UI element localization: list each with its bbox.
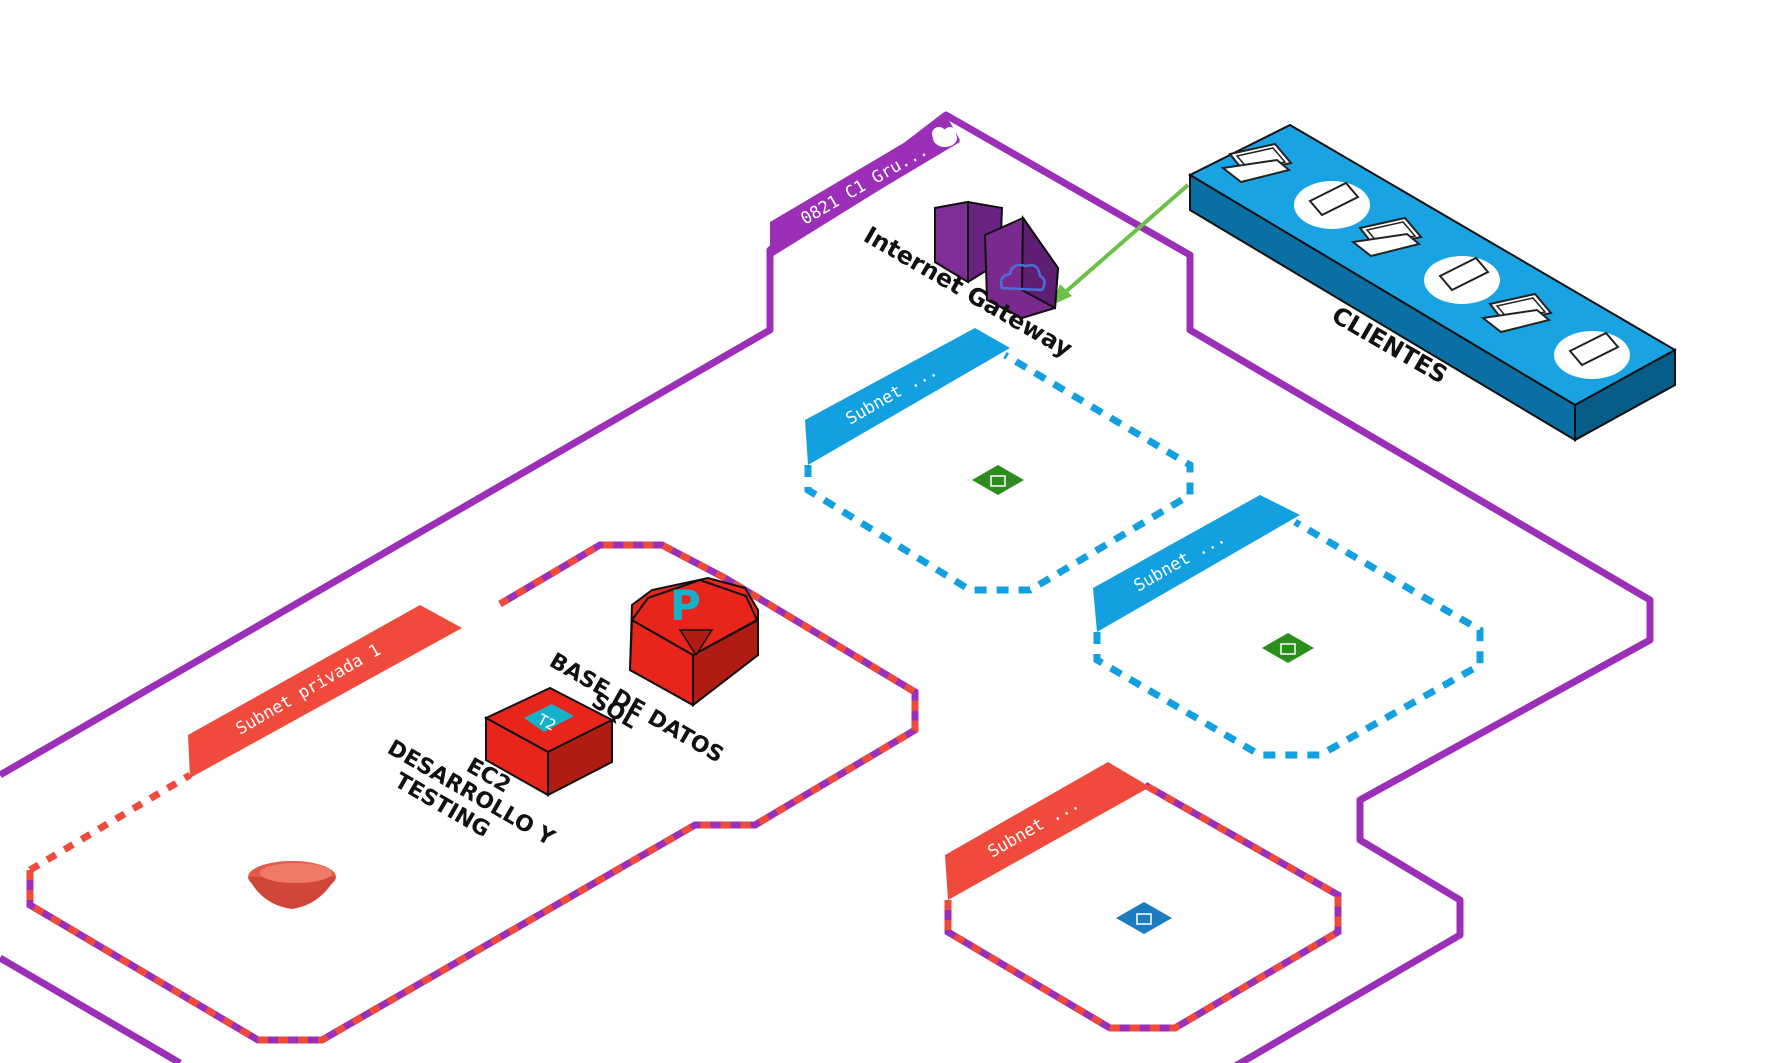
subnet-public-1: Subnet ... (804, 328, 1194, 594)
phone-icon (1554, 331, 1630, 379)
ec2-instance: T2 EC2 DESARROLLO Y TESTING (383, 686, 615, 852)
lock-icon (1262, 633, 1314, 663)
cloud-icon (999, 263, 1046, 292)
subnet-private-2: Subnet ... (944, 762, 1342, 1032)
vpc-tag: 0821 C1 Gru... (798, 140, 932, 229)
cloud-icon (932, 127, 957, 147)
lock-icon (1116, 902, 1172, 934)
bucket-icon (248, 861, 336, 909)
lock-icon (972, 465, 1024, 495)
laptop-icon (1350, 216, 1423, 258)
phone-icon (1424, 256, 1500, 304)
laptop-icon (1480, 292, 1553, 334)
clients-panel: CLIENTES (1187, 123, 1678, 442)
database-badge: P (670, 581, 701, 630)
subnet-private-1-tag: Subnet privada 1 (233, 640, 385, 739)
phone-icon (1294, 181, 1370, 229)
subnet-public-2: Subnet ... (1093, 495, 1484, 759)
connection-arrow (1052, 183, 1190, 305)
laptop-icon (1220, 142, 1293, 184)
